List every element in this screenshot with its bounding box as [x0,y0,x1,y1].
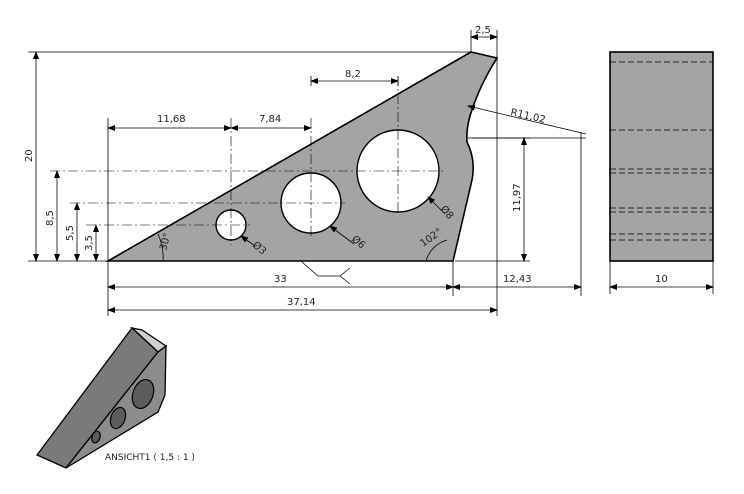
dim-7-84: 7,84 [259,114,281,125]
view-label: ANSICHT1 ( 1,5 : 1 ) [105,453,195,463]
dim-12-43: 12,43 [503,274,532,285]
dim-20: 20 [24,149,35,162]
dim-11-68: 11,68 [157,114,186,125]
front-dimension-lines [28,30,587,316]
iso-hole-medium [109,406,127,430]
iso-hole-large [131,378,155,410]
isometric-view: ANSICHT1 ( 1,5 : 1 ) [35,326,195,469]
dim-2-5: 2,5 [475,25,491,36]
side-view: 10 [609,51,714,294]
front-view [50,51,499,262]
iso-hole-small [91,430,101,444]
dim-37-14: 37,14 [287,297,316,308]
dim-3-5: 3,5 [84,235,95,251]
dim-33: 33 [274,274,287,285]
side-view-outline [609,51,714,262]
dim-5-5: 5,5 [65,225,76,241]
dim-angle-30: 30° [158,232,173,252]
iso-front-face [65,344,167,469]
dim-10: 10 [655,274,668,285]
dim-8-2: 8,2 [345,69,361,80]
dim-r11-02: R11,02 [509,107,546,126]
dim-11-97: 11,97 [512,183,523,212]
dim-8-5: 8,5 [45,210,56,226]
